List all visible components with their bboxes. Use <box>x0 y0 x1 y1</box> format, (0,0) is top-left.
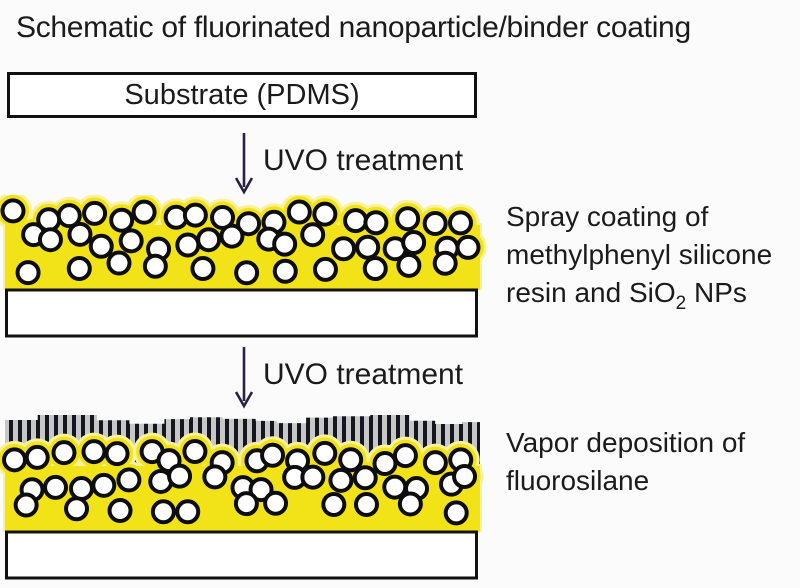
nanoparticle <box>219 223 245 249</box>
down-arrow-icon <box>234 133 254 195</box>
nanoparticle <box>43 474 69 500</box>
coating-diagram-spray <box>0 195 487 338</box>
substrate-rect <box>5 288 478 338</box>
nanoparticle <box>353 491 379 517</box>
substrate-rect <box>5 530 478 580</box>
nanoparticle <box>455 234 481 260</box>
nanoparticle <box>355 234 381 260</box>
nanoparticle <box>300 222 326 248</box>
nanoparticle <box>190 255 216 281</box>
nanoparticle <box>447 210 473 236</box>
nanoparticle <box>2 447 28 473</box>
caption-text: NPs <box>686 277 747 308</box>
nanoparticle <box>67 221 93 247</box>
nanoparticle <box>182 438 208 464</box>
nanoparticle <box>422 211 448 237</box>
nanoparticle <box>362 256 388 282</box>
nanoparticle <box>56 203 82 229</box>
nanoparticle <box>452 463 478 489</box>
nanoparticle <box>443 500 469 526</box>
nanoparticle <box>338 447 364 473</box>
substrate-box: Substrate (PDMS) <box>7 72 477 118</box>
caption-line: methylphenyl silicone <box>506 239 773 270</box>
substrate-label: Substrate (PDMS) <box>124 79 360 111</box>
nanoparticle <box>312 256 338 282</box>
arrow-head <box>234 177 254 195</box>
nanoparticle <box>109 207 135 233</box>
coating-diagram-vapor <box>0 415 484 580</box>
subscript-text: 2 <box>675 293 687 314</box>
nanoparticle <box>51 440 77 466</box>
caption-line: Spray coating of <box>506 201 709 232</box>
nanoparticle <box>150 499 176 525</box>
nanoparticle <box>236 211 262 237</box>
caption-line: fluorosilane <box>506 465 650 496</box>
nanoparticle <box>331 236 357 262</box>
nanoparticle <box>15 260 41 286</box>
nanoparticle <box>37 227 63 253</box>
nanoparticle <box>82 200 108 226</box>
caption-line: resin and SiO2 NPs <box>506 274 772 323</box>
nanoparticle <box>64 496 90 522</box>
nanoparticle <box>106 250 132 276</box>
nanoparticle <box>116 467 142 493</box>
nanoparticle <box>263 490 289 516</box>
nanoparticle <box>196 227 222 253</box>
nanoparticle <box>234 260 260 286</box>
nanoparticle <box>175 232 201 258</box>
nanoparticle <box>202 464 228 490</box>
nanoparticle <box>372 451 398 477</box>
arrow-head <box>234 391 254 409</box>
nanoparticle <box>91 472 117 498</box>
uvo-treatment-label-1: UVO treatment <box>263 144 464 177</box>
nanoparticle <box>312 201 338 227</box>
nanoparticle <box>395 206 421 232</box>
nanoparticle <box>422 450 448 476</box>
nanoparticle <box>233 491 259 517</box>
nanoparticle <box>272 231 298 257</box>
nanoparticle <box>382 474 408 500</box>
nanoparticle <box>88 233 114 259</box>
nanoparticle <box>432 250 458 276</box>
nanoparticle <box>0 198 26 224</box>
nanoparticle <box>142 253 168 279</box>
down-arrow-icon <box>234 347 254 409</box>
nanoparticle <box>107 498 133 524</box>
caption-text: resin and SiO <box>506 277 676 308</box>
nanoparticle <box>343 208 369 234</box>
nanoparticle <box>321 492 347 518</box>
nanoparticle <box>104 441 130 467</box>
vapor-deposition-caption: Vapor deposition of fluorosilane <box>506 424 745 500</box>
nanoparticle <box>260 442 286 468</box>
nanoparticle <box>24 444 50 470</box>
nanoparticle <box>363 210 389 236</box>
nanoparticle <box>81 439 107 465</box>
nanoparticle <box>401 229 427 255</box>
uvo-treatment-label-2: UVO treatment <box>263 358 464 391</box>
nanoparticle <box>397 491 423 517</box>
nanoparticle <box>118 228 144 254</box>
nanoparticle <box>312 440 338 466</box>
nanoparticle <box>352 465 378 491</box>
nanoparticle <box>286 199 312 225</box>
page-title: Schematic of fluorinated nanoparticle/bi… <box>16 11 691 44</box>
nanoparticle <box>392 443 418 469</box>
nanoparticle <box>328 467 354 493</box>
nanoparticle <box>300 464 326 490</box>
nanoparticle <box>167 463 193 489</box>
nanoparticle <box>175 499 201 525</box>
nanoparticle <box>272 258 298 284</box>
nanoparticle <box>182 202 208 228</box>
caption-line: Vapor deposition of <box>506 427 746 458</box>
nanoparticle <box>131 199 157 225</box>
nanoparticle <box>66 255 92 281</box>
nanoparticle <box>68 476 94 502</box>
spray-coating-caption: Spray coating of methylphenyl silicone r… <box>506 198 772 323</box>
nanoparticle <box>396 252 422 278</box>
nanoparticle <box>248 477 274 503</box>
nanoparticle <box>13 492 39 518</box>
